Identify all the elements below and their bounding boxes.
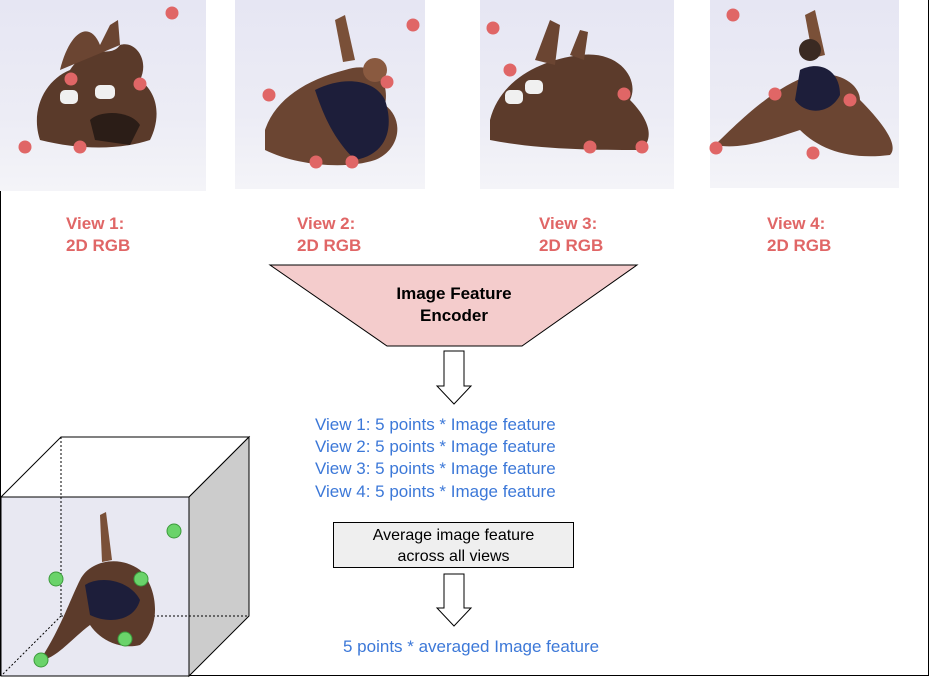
red-point [406, 18, 420, 32]
encoder-label: Image Feature Encoder [396, 284, 512, 325]
feature-line-view-3: View 3: 5 points * Image feature [315, 459, 556, 478]
red-point [165, 6, 179, 20]
feature-line-view-2: View 2: 5 points * Image feature [315, 437, 556, 456]
red-point [709, 141, 723, 155]
green-point [33, 652, 49, 668]
fighters-figure [36, 20, 157, 148]
down-arrow-2 [435, 573, 473, 627]
view-1-label: View 1:2D RGB [66, 214, 131, 255]
red-point [583, 140, 597, 154]
averaged-feature-result: 5 points * averaged Image feature [343, 637, 600, 656]
view-2-image [235, 0, 425, 189]
feature-line-view-1: View 1: 5 points * Image feature [315, 415, 556, 434]
red-point [486, 21, 500, 35]
red-point [617, 87, 631, 101]
feature-line-view-4: View 4: 5 points * Image feature [315, 482, 556, 501]
green-point [48, 571, 64, 587]
encoder-trapezoid [268, 264, 639, 347]
green-point [133, 571, 149, 587]
red-point [64, 72, 78, 86]
red-point [503, 63, 517, 77]
red-point [635, 140, 649, 154]
red-point [726, 8, 740, 22]
red-point [345, 155, 359, 169]
red-point [768, 87, 782, 101]
view-1-image [0, 0, 206, 191]
red-point [18, 140, 32, 154]
view-4-image [709, 0, 899, 188]
green-point [166, 523, 182, 539]
view-3-image [480, 0, 674, 189]
down-arrow-1 [435, 350, 473, 405]
red-point [806, 146, 820, 160]
red-point [380, 75, 394, 89]
3d-cube [0, 435, 251, 678]
green-point [117, 631, 133, 647]
view-3-label: View 3:2D RGB [539, 214, 604, 255]
view-4-label: View 4:2D RGB [767, 214, 832, 255]
red-point [309, 155, 323, 169]
average-feature-box: Average image feature across all views [333, 522, 574, 568]
fighters-figure [265, 15, 398, 166]
red-point [262, 88, 276, 102]
red-point [843, 93, 857, 107]
red-point [73, 140, 87, 154]
fighters-figure [490, 20, 649, 150]
view-2-label: View 2:2D RGB [297, 214, 362, 255]
red-point [133, 77, 147, 91]
